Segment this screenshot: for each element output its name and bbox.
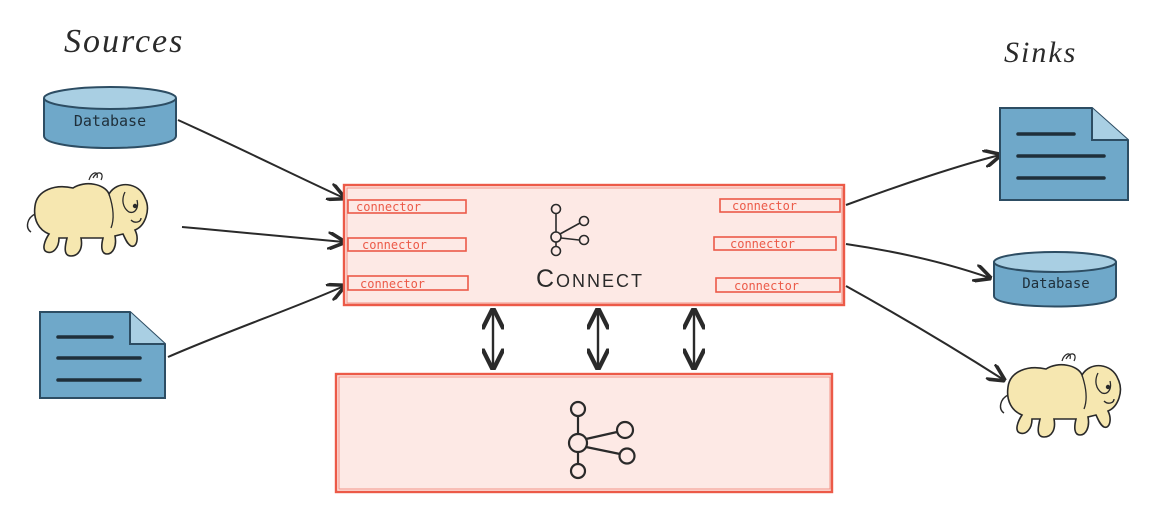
- kafka-logo-icon: [567, 400, 636, 480]
- arrow-file-to-connect: [167, 286, 344, 358]
- connector-box: [713, 236, 837, 251]
- connector-box: [715, 277, 841, 293]
- connector-box: [347, 199, 467, 214]
- connect-right-connectors: connector connector connector: [713, 198, 841, 293]
- connector-label: connector: [360, 277, 425, 291]
- connector-box: [719, 198, 841, 213]
- connect-label: Connect: [536, 265, 644, 293]
- source-database-label: Database: [74, 112, 146, 130]
- connector-label: connector: [356, 200, 421, 214]
- sink-arrows: [845, 155, 1004, 380]
- sink-database-label: Database: [1022, 276, 1089, 292]
- sinks-heading: Sinks: [1004, 36, 1077, 69]
- sources-heading: Sources: [64, 23, 184, 60]
- sink-hadoop-icon: [999, 353, 1122, 438]
- arrow-hadoop-to-connect: [181, 226, 344, 242]
- source-hadoop-icon: [26, 172, 149, 257]
- source-arrows: [167, 119, 344, 358]
- connector-label: connector: [732, 199, 797, 213]
- source-document-icon: [39, 311, 166, 399]
- connector-label: connector: [362, 238, 427, 252]
- connector-label: connector: [734, 279, 799, 293]
- arrow-connect-to-database: [845, 243, 990, 278]
- arrow-connect-to-hadoop: [845, 285, 1004, 380]
- arrow-database-to-connect: [177, 119, 344, 198]
- connect-left-connectors: connector connector connector: [347, 199, 469, 291]
- connect-kafka-logo-icon: [550, 203, 590, 257]
- arrow-connect-to-file: [845, 155, 1000, 206]
- connector-box: [347, 275, 469, 291]
- source-database-icon: Database: [43, 86, 177, 149]
- sink-document-icon: [999, 107, 1129, 201]
- sink-database-icon: Database: [993, 251, 1117, 308]
- connector-label: connector: [730, 237, 795, 251]
- connect-kafka-arrows: [493, 310, 694, 368]
- connector-box: [347, 237, 467, 252]
